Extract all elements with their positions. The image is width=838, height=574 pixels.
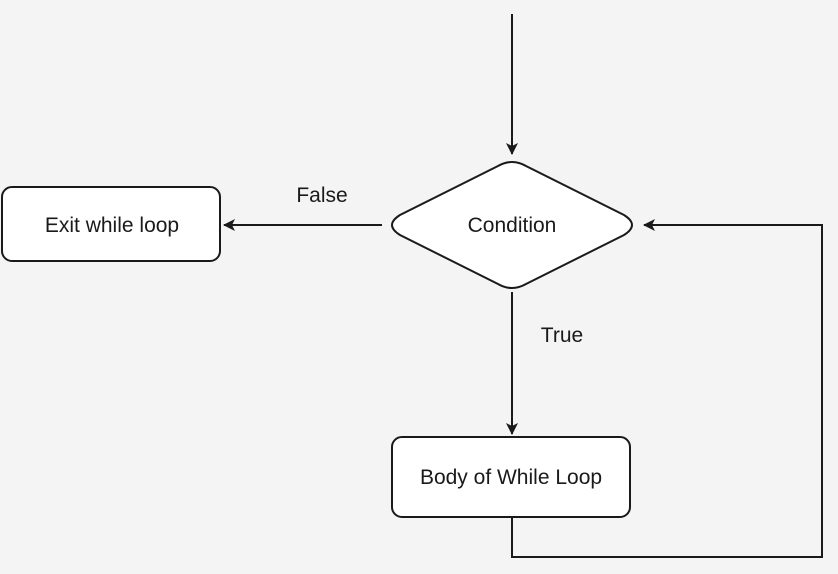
condition-diamond [391, 161, 633, 289]
condition-label: Condition [468, 214, 557, 237]
body-label: Body of While Loop [420, 466, 602, 489]
exit-label: Exit while loop [45, 214, 179, 237]
exit-box [1, 186, 221, 262]
body-node: Body of While Loop [391, 436, 631, 518]
false-label: False [296, 184, 347, 207]
true-label: True [541, 324, 583, 347]
loop-back-arrow [511, 219, 823, 558]
condition-node: Condition [391, 161, 633, 289]
exit-node: Exit while loop [1, 186, 221, 262]
